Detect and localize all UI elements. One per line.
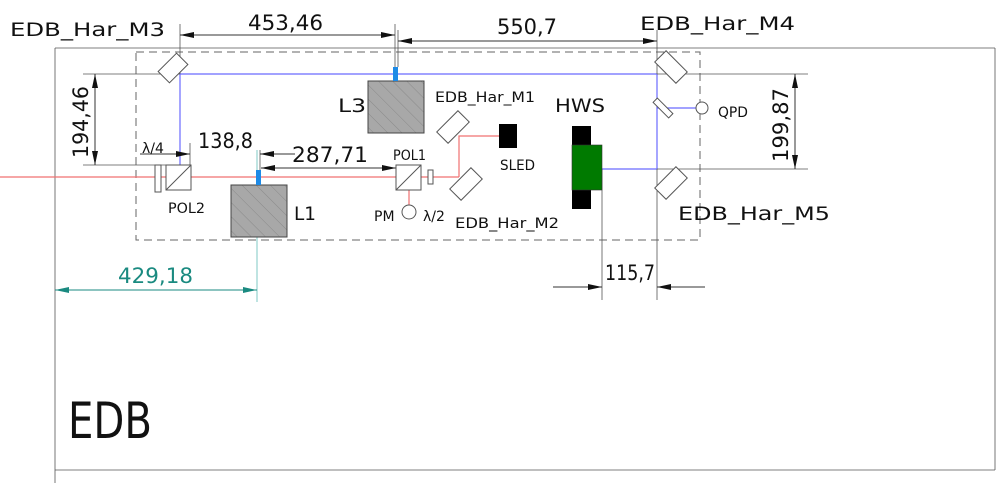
polarizer-pol2[interactable] bbox=[165, 164, 192, 191]
lens-l1-marker bbox=[256, 170, 261, 185]
dim-text-115: 115,7 bbox=[605, 261, 655, 285]
label-m2: EDB_Har_M2 bbox=[455, 216, 559, 232]
blue-beam-path bbox=[179, 73, 702, 170]
mirror-m5[interactable] bbox=[654, 166, 688, 200]
mirror-m4[interactable] bbox=[654, 50, 688, 84]
dim-text-199: 199,87 bbox=[769, 88, 793, 162]
dim-text-287: 287,71 bbox=[292, 143, 368, 167]
dim-text-429: 429,18 bbox=[118, 264, 193, 288]
board-outline bbox=[54, 47, 996, 483]
waveplate-lambda4[interactable] bbox=[154, 164, 162, 193]
dim-text-453: 453,46 bbox=[248, 11, 323, 35]
dim-text-194: 194,46 bbox=[69, 86, 93, 158]
label-m3: EDB_Har_M3 bbox=[10, 19, 165, 41]
lens-l1[interactable] bbox=[230, 184, 288, 238]
lens-l3[interactable] bbox=[367, 80, 425, 134]
qpd-icon[interactable] bbox=[695, 101, 709, 115]
label-m1: EDB_Har_M1 bbox=[435, 90, 535, 106]
mirror-m3[interactable] bbox=[157, 52, 189, 84]
red-beam-path bbox=[0, 135, 500, 205]
label-m5: EDB_Har_M5 bbox=[678, 203, 830, 225]
hws-sensor[interactable] bbox=[571, 126, 603, 209]
label-sled: SLED bbox=[500, 158, 535, 174]
beam-splitter-qpd[interactable] bbox=[652, 97, 674, 119]
label-pm: PM bbox=[374, 209, 395, 225]
label-l1: L1 bbox=[294, 203, 316, 225]
extension-lines bbox=[83, 24, 808, 300]
label-l3: L3 bbox=[338, 95, 366, 117]
mirror-m1[interactable] bbox=[436, 110, 470, 144]
enclosure-dashed-outline bbox=[135, 51, 701, 241]
label-hws: HWS bbox=[555, 95, 605, 117]
dim-text-138: 138,8 bbox=[198, 129, 253, 153]
lens-l3-marker bbox=[393, 67, 398, 81]
mirror-m2[interactable] bbox=[449, 167, 483, 201]
label-qpd: QPD bbox=[718, 105, 748, 121]
polarizer-pol1[interactable] bbox=[395, 164, 422, 191]
dim-text-550: 550,7 bbox=[497, 15, 557, 39]
label-pol1: POL1 bbox=[393, 148, 426, 164]
waveplate-lambda2[interactable] bbox=[427, 169, 434, 185]
label-lambda4: λ/4 bbox=[142, 141, 164, 157]
label-lambda2: λ/2 bbox=[423, 209, 445, 225]
sled-source[interactable] bbox=[499, 124, 517, 148]
label-pol2: POL2 bbox=[168, 201, 205, 217]
board-label: EDB bbox=[68, 392, 152, 450]
label-m4: EDB_Har_M4 bbox=[640, 13, 795, 35]
power-meter-icon[interactable] bbox=[401, 204, 417, 220]
